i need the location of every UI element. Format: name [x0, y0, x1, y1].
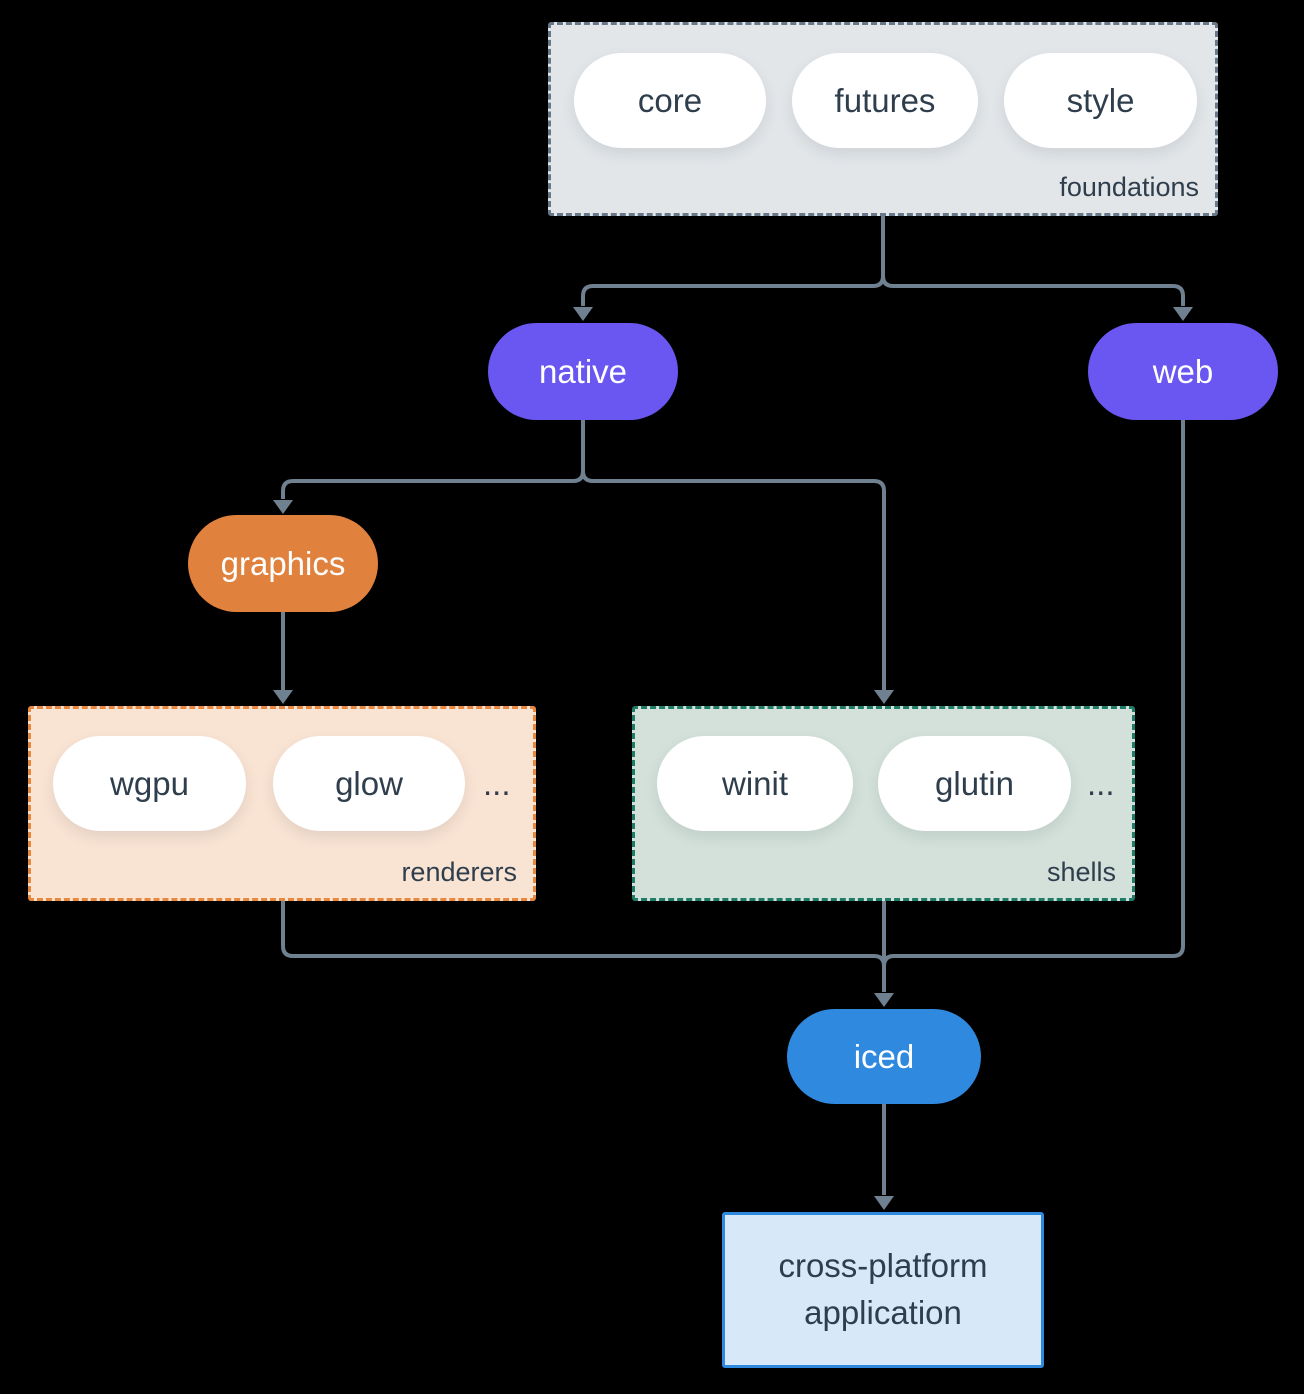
crate-wgpu: wgpu — [53, 736, 246, 831]
crate-core-label: core — [637, 81, 703, 119]
crate-style: style — [1004, 53, 1197, 148]
group-foundations-label: foundations — [1059, 172, 1199, 202]
arrowhead — [273, 690, 293, 704]
edge-native-graphics — [281, 420, 585, 499]
arrowhead — [573, 307, 593, 321]
arrowhead — [874, 1196, 894, 1210]
application-label-line2: application — [804, 1294, 962, 1331]
crate-wgpu-label: wgpu — [110, 764, 189, 802]
node-iced-label: iced — [853, 1037, 915, 1075]
crate-winit: winit — [657, 736, 853, 831]
arrowhead — [874, 690, 894, 704]
crate-glow-label: glow — [335, 764, 403, 802]
crate-glow: glow — [273, 736, 465, 831]
node-web-label: web — [1152, 352, 1214, 390]
node-native: native — [488, 323, 678, 420]
edge-renderers-iced — [281, 901, 886, 975]
group-shells-label: shells — [1046, 857, 1116, 887]
application-label-line1: cross-platform — [778, 1247, 988, 1285]
group-shells: winit glutin ... shells — [632, 706, 1135, 901]
node-iced: iced — [787, 1009, 981, 1104]
arrowhead — [1173, 307, 1193, 321]
edge-foundations-native — [581, 216, 885, 306]
crate-core: core — [574, 53, 766, 148]
node-graphics: graphics — [188, 515, 378, 612]
group-foundations: core futures style foundations — [548, 22, 1218, 216]
node-cross-platform-application: cross-platform application — [722, 1212, 1044, 1368]
shells-ellipsis: ... — [1087, 764, 1115, 802]
node-graphics-label: graphics — [220, 544, 346, 582]
crate-glutin: glutin — [878, 736, 1071, 831]
group-renderers: wgpu glow ... renderers — [28, 706, 536, 901]
crate-futures: futures — [792, 53, 978, 148]
node-native-label: native — [538, 352, 628, 390]
crate-glutin-label: glutin — [935, 764, 1014, 802]
crate-futures-label: futures — [834, 81, 936, 119]
edge-foundations-web — [881, 216, 1185, 306]
arrowhead — [273, 500, 293, 514]
arrowhead — [874, 993, 894, 1007]
renderers-ellipsis: ... — [483, 764, 511, 802]
group-renderers-label: renderers — [401, 857, 517, 887]
crate-winit-label: winit — [721, 764, 789, 802]
edge-native-shells — [581, 420, 886, 690]
node-web: web — [1088, 323, 1278, 420]
crate-style-label: style — [1066, 81, 1135, 119]
